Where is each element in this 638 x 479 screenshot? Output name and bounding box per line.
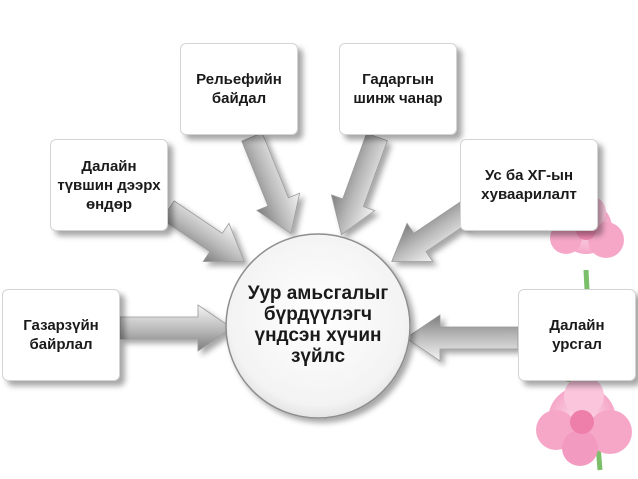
node-water-distribution: Ус ба ХГ-ын хуваарилалт: [460, 139, 598, 231]
arrow-relief: [241, 132, 301, 235]
center-circle: [225, 233, 411, 419]
node-surface: Гадаргын шинж чанар: [339, 43, 457, 135]
center-label: Уур амьсгалыг бүрдүүлэгч үндсэн хүчин зү…: [247, 283, 389, 367]
pink-flower-bottom: [536, 376, 632, 466]
arrow-ocean-currents: [405, 314, 519, 362]
node-elevation: Далайн түвшин дээрх өндөр: [50, 139, 168, 231]
node-geography: Газарзүйн байрлал: [2, 289, 120, 381]
arrow-water-distribution: [391, 200, 475, 262]
node-ocean-currents: Далайн урсгал: [518, 289, 636, 381]
arrows: [119, 132, 519, 362]
arrow-elevation: [161, 200, 245, 262]
arrow-surface: [330, 132, 388, 236]
node-relief: Рельефийн байдал: [180, 43, 298, 135]
arrow-geography: [119, 304, 233, 352]
